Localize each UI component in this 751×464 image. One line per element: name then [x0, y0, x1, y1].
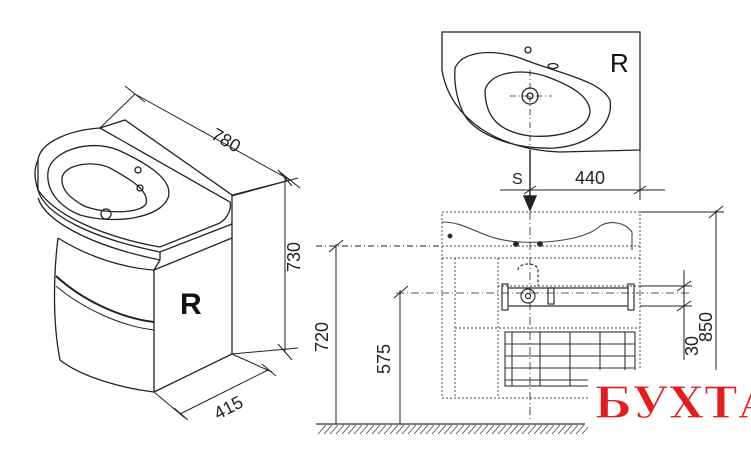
hatch-stroke — [449, 424, 459, 435]
dim-440-label: 440 — [575, 168, 605, 188]
cabinet-3d-view — [34, 119, 233, 393]
hatch-stroke — [377, 424, 387, 435]
hatch-stroke — [509, 424, 519, 435]
section-basin-profile — [441, 221, 633, 250]
hatch-stroke — [491, 424, 501, 435]
dim-415 — [153, 353, 277, 421]
hatch-stroke — [347, 424, 357, 435]
hatch-stroke — [563, 424, 573, 435]
hatch-stroke — [557, 424, 567, 435]
hatch-stroke — [341, 424, 351, 435]
hatch-stroke — [479, 424, 489, 435]
dim-s-label: S — [512, 171, 523, 188]
hatch-stroke — [473, 424, 483, 435]
hatch-stroke — [485, 424, 495, 435]
dim-730-label: 730 — [284, 242, 304, 272]
hatch-stroke — [407, 424, 417, 435]
hatch-stroke — [455, 424, 465, 435]
hatch-stroke — [335, 424, 345, 435]
hatch-stroke — [401, 424, 411, 435]
hatch-stroke — [329, 424, 339, 435]
brand-watermark-text: БУХТА — [594, 378, 751, 429]
section-view — [441, 211, 641, 399]
hatch-stroke — [503, 424, 513, 435]
hatch-stroke — [575, 424, 585, 435]
dim-720 — [316, 239, 442, 424]
hatch-stroke — [419, 424, 429, 435]
siphon-assembly — [501, 263, 635, 311]
brand-watermark: БУХТА — [588, 370, 751, 432]
hatch-stroke — [389, 424, 399, 435]
plan-centerlines — [510, 70, 552, 150]
hatch-stroke — [395, 424, 405, 435]
hatch-stroke — [521, 424, 531, 435]
dim-780 — [99, 85, 301, 196]
hatch-stroke — [467, 424, 477, 435]
plan-marker-r: R — [610, 48, 629, 78]
hatch-stroke — [545, 424, 555, 435]
section-centerline — [396, 212, 690, 420]
dim-30-label: 30 — [682, 336, 702, 356]
dim-30 — [640, 270, 692, 360]
hatch-stroke — [437, 424, 447, 435]
hatch-stroke — [413, 424, 423, 435]
hatch-stroke — [461, 424, 471, 435]
hatch-stroke — [533, 424, 543, 435]
dim-575 — [393, 285, 409, 424]
dim-440 — [500, 150, 665, 200]
hatch-stroke — [371, 424, 381, 435]
hatch-stroke — [425, 424, 435, 435]
hatch-stroke — [317, 424, 327, 435]
dim-575-label: 575 — [374, 344, 394, 374]
hatch-stroke — [323, 424, 333, 435]
hatch-stroke — [497, 424, 507, 435]
hatch-stroke — [569, 424, 579, 435]
drawer-grid — [504, 331, 636, 387]
hatch-stroke — [353, 424, 363, 435]
hatch-stroke — [365, 424, 375, 435]
dim-730 — [231, 169, 299, 361]
hatch-stroke — [443, 424, 453, 435]
hatch-stroke — [515, 424, 525, 435]
dim-720-label: 720 — [312, 322, 332, 352]
side-marker-r: R — [180, 288, 202, 321]
hatch-stroke — [527, 424, 537, 435]
hatch-stroke — [359, 424, 369, 435]
hatch-stroke — [551, 424, 561, 435]
hatch-stroke — [539, 424, 549, 435]
hatch-stroke — [383, 424, 393, 435]
floor-hatch-lines — [317, 424, 591, 435]
dim-850-label: 850 — [696, 312, 716, 342]
hatch-stroke — [431, 424, 441, 435]
